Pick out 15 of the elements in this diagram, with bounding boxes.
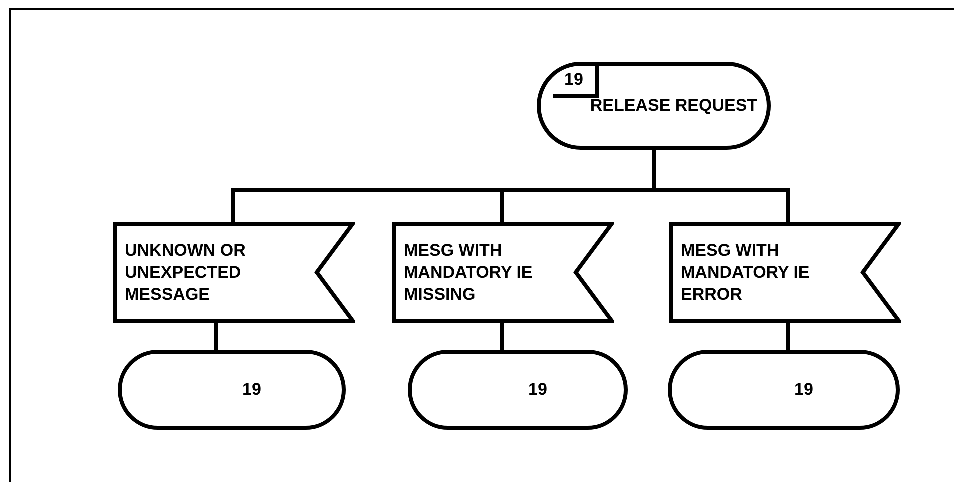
node-text: UNKNOWN OR UNEXPECTED MESSAGE — [125, 240, 247, 306]
flag-box — [669, 222, 901, 323]
number-box — [553, 66, 599, 98]
node-text: 19 — [242, 379, 262, 401]
flag-box — [392, 222, 614, 323]
node-text: MESG WITH MANDATORY IE MISSING — [404, 240, 534, 306]
node-text: RELEASE REQUEST — [590, 95, 758, 117]
node-text: MESG WITH MANDATORY IE ERROR — [681, 240, 811, 306]
node-text: 19 — [564, 69, 584, 91]
connector-line — [214, 323, 218, 350]
flag-box — [113, 222, 355, 323]
node-text: 19 — [528, 379, 548, 401]
node-text: 19 — [794, 379, 814, 401]
connector-line — [500, 323, 504, 350]
connector-line — [786, 323, 790, 350]
